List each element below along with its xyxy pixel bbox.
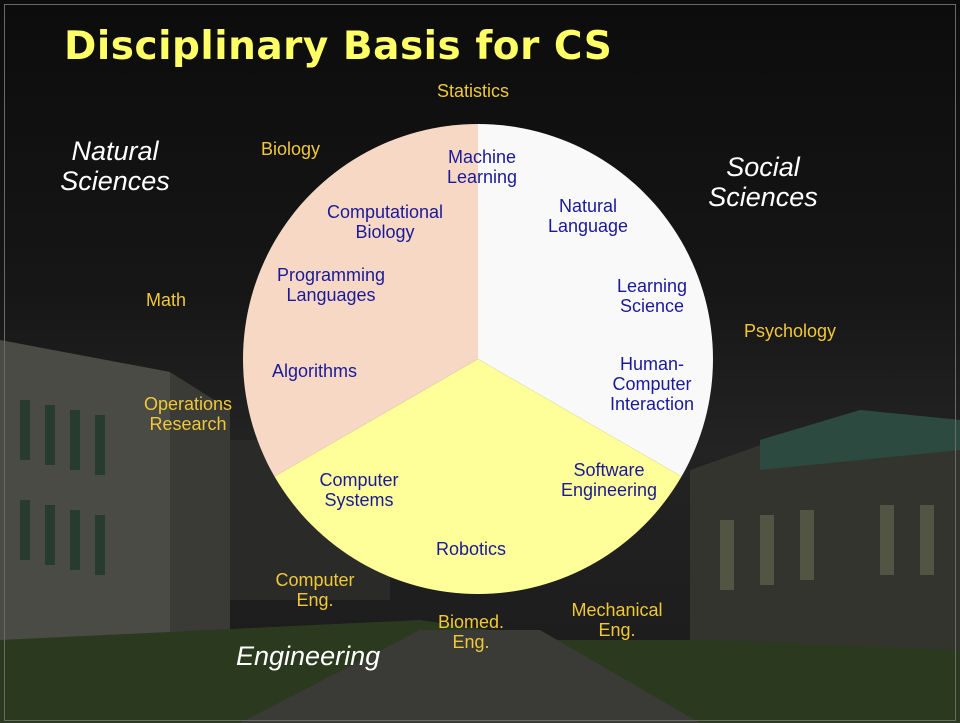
label-mechanical-eng: Mechanical Eng. (571, 600, 663, 641)
area-computational-biology: Computational Biology (326, 202, 444, 243)
area-algorithms: Algorithms (272, 361, 358, 381)
group-natural-sciences: Natural Sciences (60, 136, 170, 196)
label-statistics: Statistics (437, 81, 510, 101)
area-computer-systems: Computer Systems (319, 470, 399, 511)
area-robotics: Robotics (436, 539, 507, 559)
area-software-engineering: Software Engineering (560, 460, 658, 501)
label-computer-eng: Computer Eng. (275, 570, 355, 611)
natural-sciences-sector (243, 124, 478, 477)
engineering-sector (274, 359, 682, 594)
group-engineering: Engineering (236, 641, 381, 671)
area-machine-learning: Machine Learning (446, 147, 518, 188)
area-learning-science: Learning Science (616, 276, 688, 317)
label-biology: Biology (261, 139, 321, 159)
group-social-sciences: Social Sciences (708, 152, 818, 212)
label-biomed-eng: Biomed. Eng. (437, 612, 505, 653)
label-operations-research: Operations Research (143, 394, 233, 435)
area-programming-languages: Programming Languages (276, 265, 386, 306)
label-psychology: Psychology (744, 321, 837, 341)
social-sciences-sector (478, 124, 713, 477)
area-human-computer-interaction: Human-Computer Interaction (609, 354, 695, 415)
slide-title: Disciplinary Basis for CS (64, 24, 613, 69)
area-natural-language: Natural Language (547, 196, 629, 237)
label-math: Math (146, 290, 187, 310)
